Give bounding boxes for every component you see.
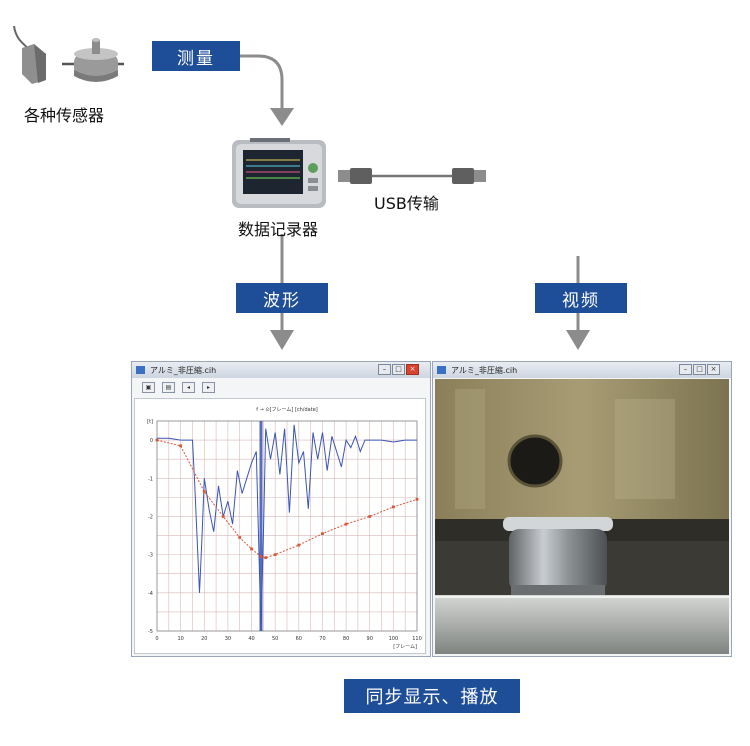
toolbar-button-3[interactable]: ◂: [182, 382, 195, 393]
y-tick-label: -2: [148, 514, 153, 520]
video-window-title: アルミ_非圧縮.cih: [451, 365, 518, 375]
series-point-red: [250, 547, 253, 551]
x-tick-label: 100: [389, 636, 399, 642]
video-frame: [435, 379, 729, 654]
waveform-chart: f → ⊙[フレーム] [ch/date] 0 10 20 30 40 50 60 70 80 90…: [147, 407, 422, 650]
waveform-tag: 波形: [236, 283, 328, 313]
usb-caption: USB传输: [374, 194, 439, 213]
series-point-red: [321, 532, 324, 536]
small-sensor-icon: [22, 44, 46, 84]
x-tick-label: 0: [155, 636, 158, 642]
y-tick-label: -4: [148, 591, 153, 597]
series-point-red: [202, 490, 206, 494]
video-window-titlebar: アルミ_非圧縮.cih: [433, 362, 731, 378]
x-tick-label: 20: [201, 636, 207, 642]
series-line-red: [156, 439, 418, 559]
toolbar-button-4[interactable]: ▸: [202, 382, 215, 393]
series-point-red: [155, 438, 159, 442]
x-tick-label: 70: [319, 636, 325, 642]
usb-cable-icon: [338, 168, 486, 184]
video-arrow-head: [566, 330, 590, 350]
minimize-button[interactable]: –: [378, 364, 391, 375]
series-point-red: [344, 522, 348, 526]
plot-frame: [156, 420, 418, 632]
toolbar-button-1[interactable]: ▣: [142, 382, 155, 393]
trigger-marker: [259, 421, 263, 631]
cylinder-body: [509, 529, 607, 591]
toolbar-button-2[interactable]: ▤: [162, 382, 175, 393]
measure-tag: 测量: [152, 41, 240, 71]
y-tick-label: -3: [148, 553, 153, 559]
series-point-red: [415, 497, 419, 501]
video-maximize-button[interactable]: □: [693, 364, 706, 375]
cylinder-top-ring: [503, 517, 613, 531]
x-tick-label: 60: [296, 636, 302, 642]
measure-arrow-head: [270, 108, 294, 126]
series-point-red: [259, 555, 263, 558]
chart-title: f → ⊙[フレーム] [ch/date]: [256, 407, 317, 413]
x-tick-label: 90: [367, 636, 373, 642]
load-cell-icon: [62, 38, 124, 82]
y-tick-label: -1: [148, 476, 153, 482]
x-axis-unit: [フレーム]: [393, 644, 417, 650]
series-point-red: [297, 543, 301, 547]
waveform-arrow-head: [270, 330, 294, 350]
x-tick-label: 50: [272, 636, 278, 642]
app-icon: [136, 366, 145, 374]
waveform-window-titlebar: アルミ_非圧縮.cih: [132, 362, 430, 378]
x-tick-label: 110: [412, 636, 422, 642]
data-recorder-icon: [232, 138, 326, 208]
press-wall: [435, 379, 729, 519]
video-tag: 视频: [535, 283, 627, 313]
y-tick-label: 0: [150, 438, 153, 444]
video-close-button[interactable]: ×: [707, 364, 720, 375]
series-point-red: [368, 515, 372, 518]
x-tick-label: 40: [248, 636, 254, 642]
series-point-red: [179, 444, 183, 448]
press-base: [435, 595, 729, 654]
sensors-caption: 各种传感器: [24, 106, 105, 125]
x-tick-label: 80: [343, 636, 349, 642]
series-point-red: [238, 536, 242, 539]
y-tick-label: -5: [148, 629, 153, 635]
recorder-caption: 数据记录器: [238, 220, 319, 239]
x-tick-label: 10: [177, 636, 183, 642]
series-point-red: [273, 553, 277, 557]
measure-arrow: [240, 54, 284, 112]
series-point-red: [391, 505, 395, 509]
y-tick-label: [t]: [147, 419, 153, 425]
hole: [509, 436, 561, 486]
close-button[interactable]: ×: [406, 364, 419, 375]
chart-panel: [134, 398, 426, 654]
waveform-window-title: アルミ_非圧縮.cih: [150, 365, 217, 375]
series-point-red: [264, 556, 268, 560]
series-point-red: [221, 515, 225, 518]
waveform-window: アルミ_非圧縮.cih – □ × ▣ ▤ ◂ ▸ f → ⊙[フレーム] [c…: [131, 361, 431, 657]
video-minimize-button[interactable]: –: [679, 364, 692, 375]
video-app-icon: [437, 366, 446, 374]
x-tick-label: 30: [225, 636, 231, 642]
video-window: アルミ_非圧縮.cih – □ ×: [432, 361, 732, 657]
sync-tag: 同步显示、播放: [344, 679, 520, 713]
maximize-button[interactable]: □: [392, 364, 405, 375]
series-line-blue: [157, 424, 417, 632]
